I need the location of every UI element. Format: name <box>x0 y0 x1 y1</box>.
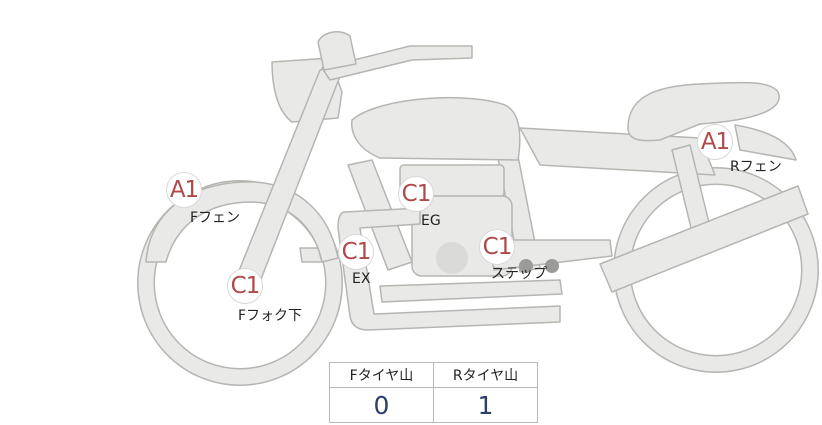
grade-marker-engine[interactable]: C1 <box>398 176 434 212</box>
grade-marker-exhaust[interactable]: C1 <box>338 234 374 270</box>
header-rear-tire: Rタイヤ山 <box>433 362 538 388</box>
grade-marker-front-fork-lower[interactable]: C1 <box>227 268 263 304</box>
label-step: ステップ <box>491 266 547 282</box>
label-front-fender: Fフェン <box>190 210 241 226</box>
label-front-fork-lower: Fフォク下 <box>238 308 303 324</box>
value-rear-tire: 1 <box>433 387 538 423</box>
label-engine: EG <box>421 213 441 229</box>
grade-marker-front-fender[interactable]: A1 <box>166 172 202 208</box>
grade-marker-rear-fender[interactable]: A1 <box>697 124 733 160</box>
label-exhaust: EX <box>352 271 371 287</box>
grade-marker-step[interactable]: C1 <box>479 229 515 265</box>
tire-tread-table: Fタイヤ山 Rタイヤ山 0 1 <box>329 362 538 423</box>
header-front-tire: Fタイヤ山 <box>329 362 434 388</box>
value-front-tire: 0 <box>329 387 434 423</box>
label-rear-fender: Rフェン <box>730 159 782 175</box>
